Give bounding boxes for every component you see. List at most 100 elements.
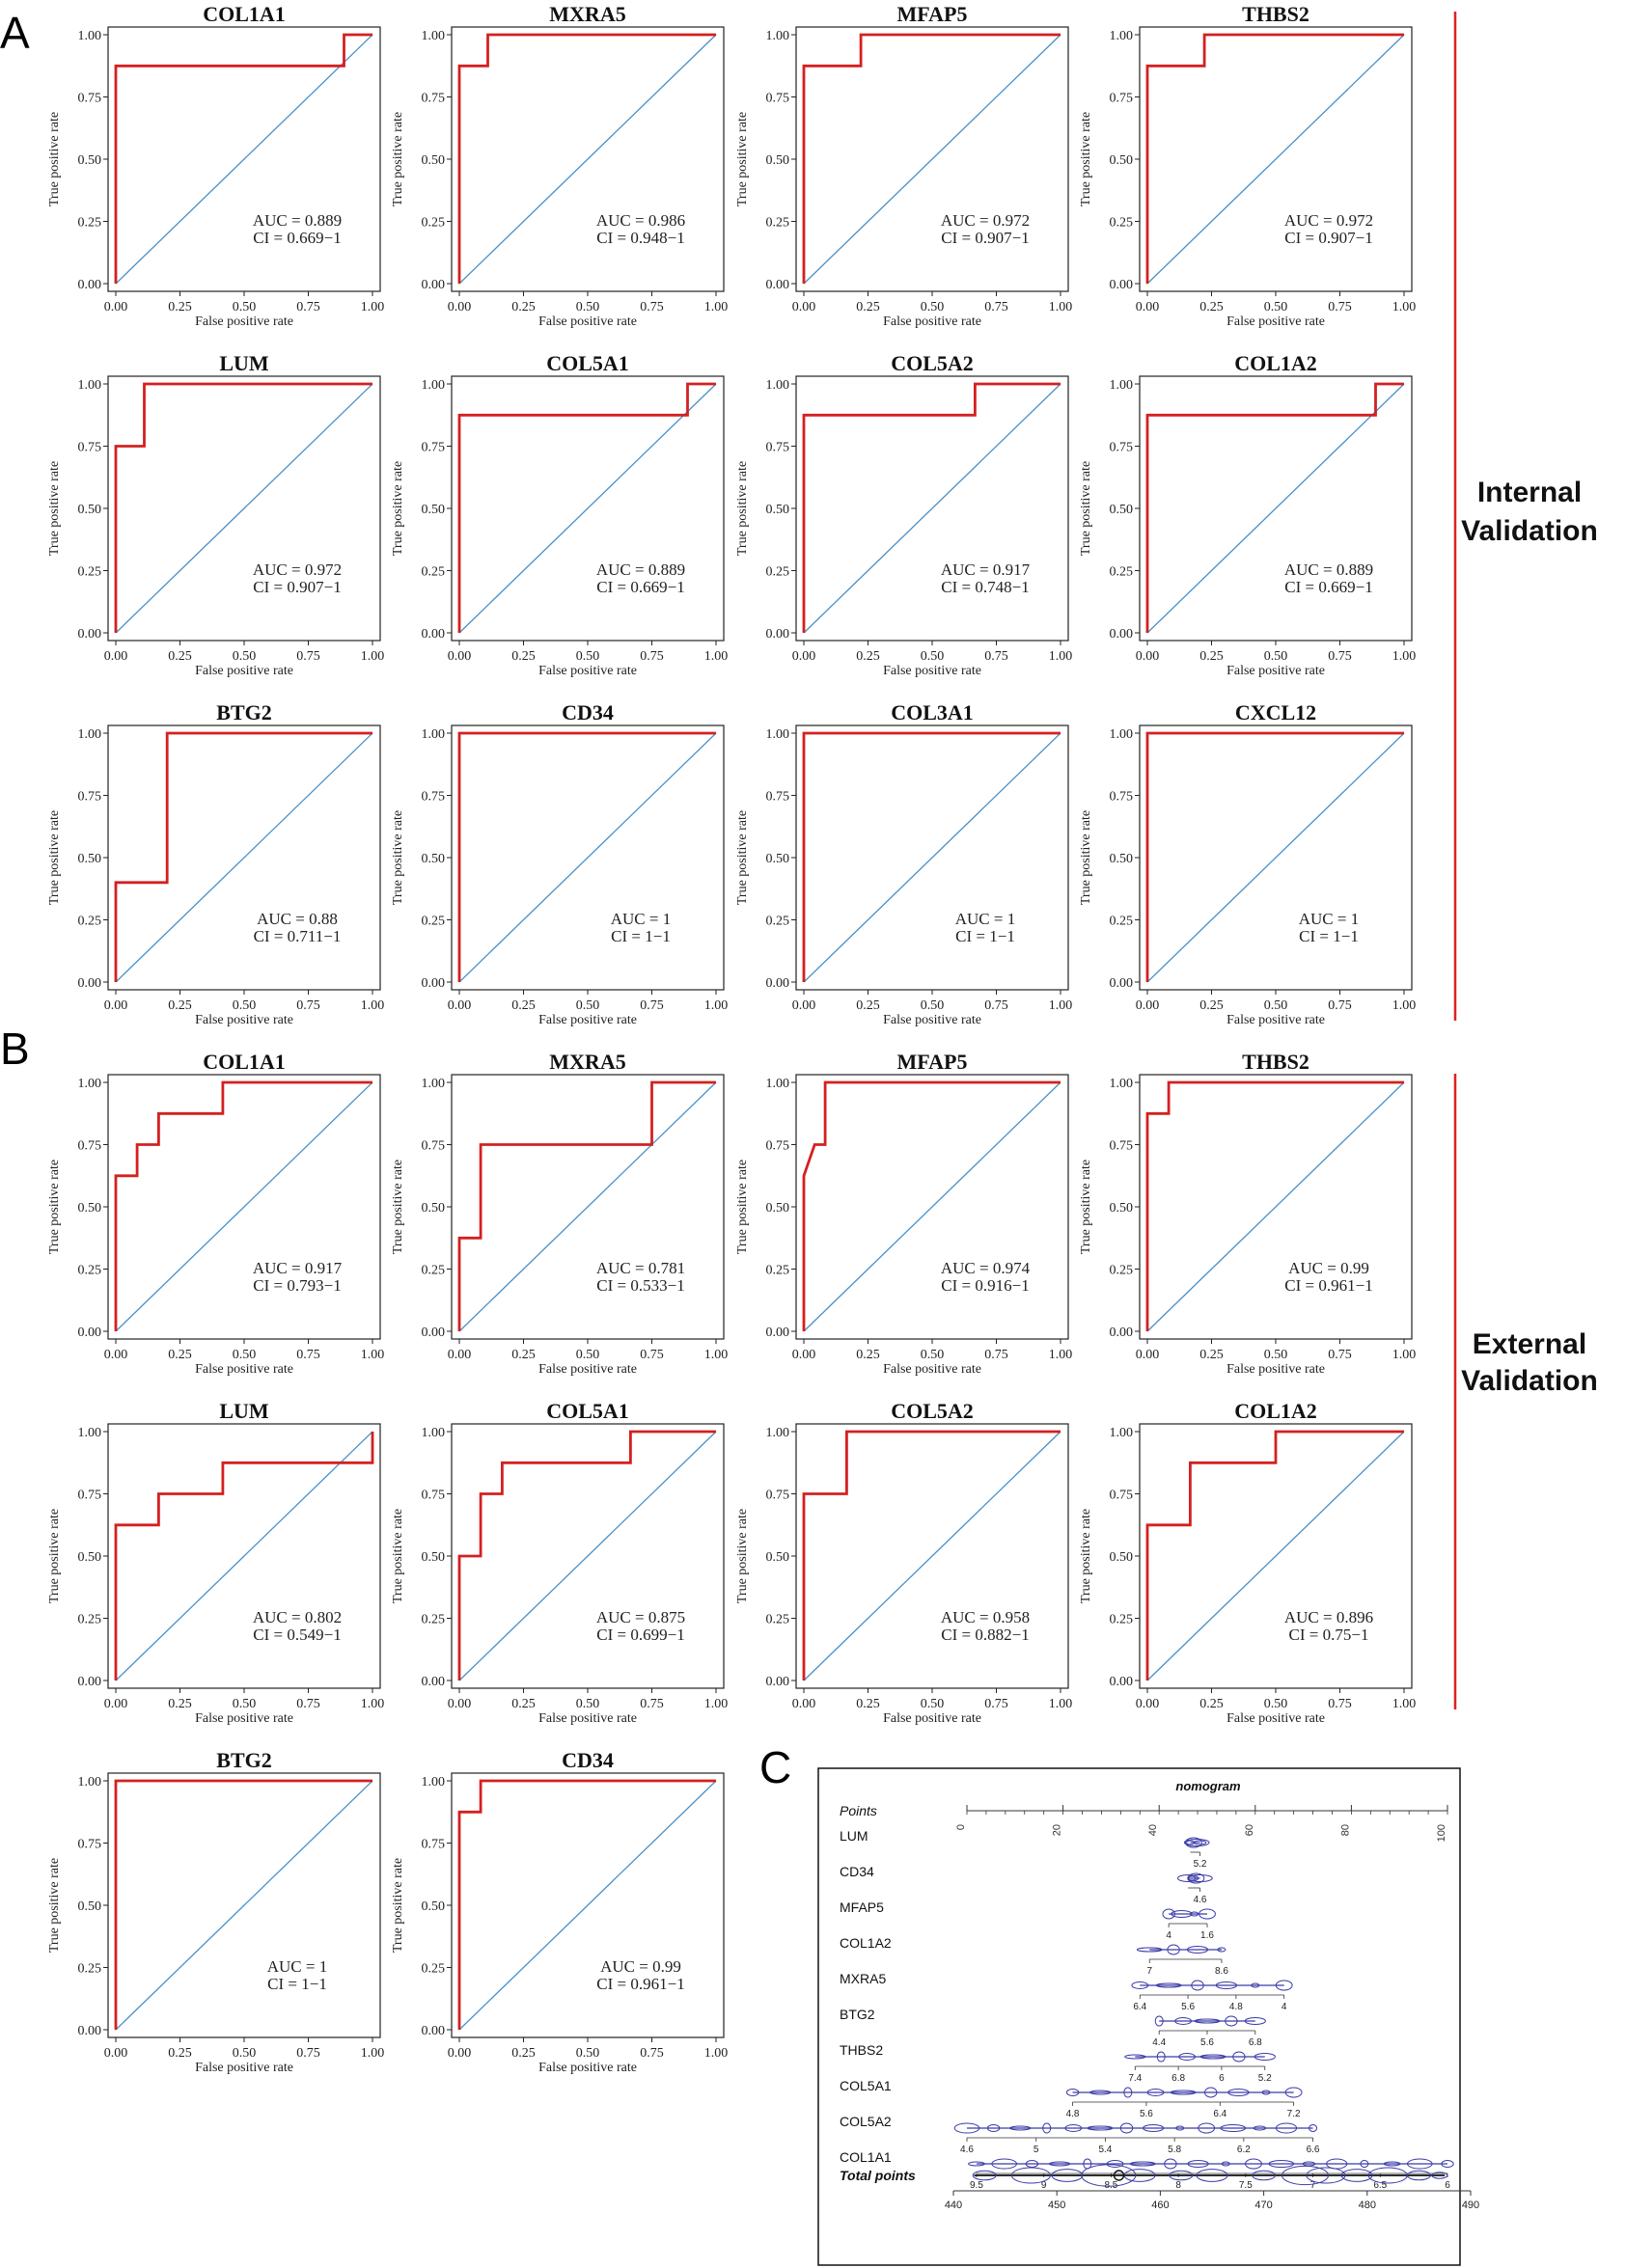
ci-text: CI = 0.961−1 — [596, 1975, 684, 1993]
y-tick-label: 0.75 — [422, 92, 446, 106]
x-tick-label: 0.00 — [104, 300, 128, 314]
panel-label-b: B — [0, 1024, 30, 1074]
diagonal-reference — [803, 383, 1061, 634]
diagonal-reference — [458, 732, 717, 983]
nomogram-density-marker — [1225, 2015, 1238, 2027]
auc-text: AUC = 1 — [955, 910, 1015, 928]
x-tick-label: 0.75 — [984, 1697, 1008, 1711]
auc-text: AUC = 1 — [267, 1957, 327, 1976]
ci-text: CI = 0.907−1 — [253, 578, 341, 596]
ci-text: CI = 0.948−1 — [596, 229, 684, 247]
nomogram-row-tick-label: 4 — [1282, 2002, 1287, 2012]
x-tick-label: 0.25 — [856, 1348, 880, 1362]
y-tick-label: 0.25 — [78, 915, 102, 929]
total-points-tick-label: 460 — [1151, 2200, 1169, 2211]
nomogram-row-tick-label: 5.6 — [1200, 2037, 1214, 2048]
y-tick-label: 0.75 — [766, 441, 790, 455]
x-tick-label: 1.00 — [704, 2046, 729, 2061]
x-tick-label: 0.00 — [448, 649, 472, 664]
ci-text: CI = 0.549−1 — [253, 1626, 341, 1644]
roc-curve — [457, 33, 716, 284]
nomogram-density-marker — [1119, 2122, 1134, 2134]
nomogram-density-marker — [1123, 2087, 1133, 2098]
roc-curve — [114, 1779, 372, 2030]
nomogram-density-marker — [1441, 2160, 1454, 2168]
roc-title: LUM — [219, 1399, 269, 1423]
roc-curve — [1145, 1080, 1404, 1331]
x-axis-label: False positive rate — [1226, 1013, 1325, 1027]
x-axis-label: False positive rate — [883, 1711, 981, 1726]
x-tick-label: 0.75 — [984, 300, 1008, 314]
x-tick-label: 1.00 — [361, 300, 385, 314]
y-tick-label: 0.50 — [422, 1550, 446, 1565]
ci-text: CI = 0.669−1 — [596, 578, 684, 596]
nomogram-row-label: MXRA5 — [840, 1971, 886, 1986]
auc-text: AUC = 1 — [1299, 910, 1359, 928]
y-tick-label: 0.00 — [422, 1675, 446, 1689]
y-tick-label: 0.00 — [766, 1675, 790, 1689]
x-tick-label: 0.75 — [296, 300, 320, 314]
x-tick-label: 0.25 — [1199, 1697, 1224, 1711]
x-tick-label: 1.00 — [1392, 1697, 1417, 1711]
total-points-tick-label: 470 — [1254, 2200, 1272, 2211]
y-tick-label: 0.50 — [1110, 1201, 1134, 1216]
x-tick-label: 0.75 — [984, 998, 1008, 1013]
nomogram-row-tick-label: 6.5 — [1373, 2180, 1387, 2191]
x-tick-label: 0.00 — [448, 1697, 472, 1711]
nomogram-density-marker — [1186, 1946, 1209, 1954]
x-tick-label: 0.25 — [511, 1697, 536, 1711]
x-tick-label: 1.00 — [1049, 300, 1073, 314]
x-tick-label: 0.25 — [511, 998, 536, 1013]
ci-text: CI = 0.882−1 — [941, 1626, 1029, 1644]
nomogram-density-marker — [1198, 2122, 1216, 2134]
y-tick-label: 0.25 — [78, 1962, 102, 1977]
roc-curve — [457, 731, 716, 982]
roc-curve — [114, 1432, 374, 1681]
y-axis-label: True positive rate — [47, 1858, 62, 1953]
nomogram-density-marker — [1178, 2053, 1196, 2061]
y-tick-label: 0.75 — [766, 1139, 790, 1154]
x-tick-label: 0.25 — [511, 2046, 536, 2061]
x-axis-label: False positive rate — [195, 2061, 293, 2075]
x-tick-label: 0.25 — [856, 1697, 880, 1711]
x-axis-label: False positive rate — [1226, 314, 1325, 329]
y-tick-label: 0.50 — [422, 1201, 446, 1216]
y-tick-label: 0.50 — [1110, 503, 1134, 517]
y-tick-label: 0.75 — [766, 92, 790, 106]
diagonal-reference — [1146, 1081, 1405, 1332]
internal-label-line2: Validation — [1461, 515, 1598, 547]
y-tick-label: 0.00 — [422, 1325, 446, 1340]
roc-curve — [802, 382, 1061, 633]
y-tick-label: 0.00 — [78, 278, 102, 292]
nomogram-density-marker — [1187, 2160, 1209, 2168]
x-tick-label: 0.25 — [168, 1348, 192, 1362]
y-tick-label: 1.00 — [78, 378, 102, 393]
x-axis-label: False positive rate — [883, 1013, 981, 1027]
diagonal-reference — [1146, 34, 1405, 285]
x-tick-label: 1.00 — [1049, 649, 1073, 664]
total-points-density-marker — [1340, 2169, 1373, 2182]
total-points-density-marker — [1431, 2172, 1448, 2179]
nomogram-row-tick-label: 6.4 — [1133, 2002, 1146, 2012]
x-tick-label: 0.50 — [233, 2046, 257, 2061]
x-tick-label: 0.50 — [233, 649, 257, 664]
roc-title: CD34 — [562, 700, 614, 724]
y-tick-label: 0.75 — [1110, 1489, 1134, 1503]
nomogram-row-tick-label: 5 — [1033, 2145, 1039, 2155]
y-tick-label: 0.00 — [422, 2024, 446, 2038]
diagonal-reference — [803, 1081, 1061, 1332]
ci-text: CI = 0.699−1 — [596, 1626, 684, 1644]
y-tick-label: 0.25 — [766, 216, 790, 231]
nomogram-density-marker — [953, 2122, 980, 2134]
x-axis-label: False positive rate — [538, 1711, 637, 1726]
nomogram-density-marker — [1106, 2160, 1124, 2168]
y-tick-label: 0.25 — [78, 1264, 102, 1278]
roc-curve — [457, 1779, 716, 2030]
